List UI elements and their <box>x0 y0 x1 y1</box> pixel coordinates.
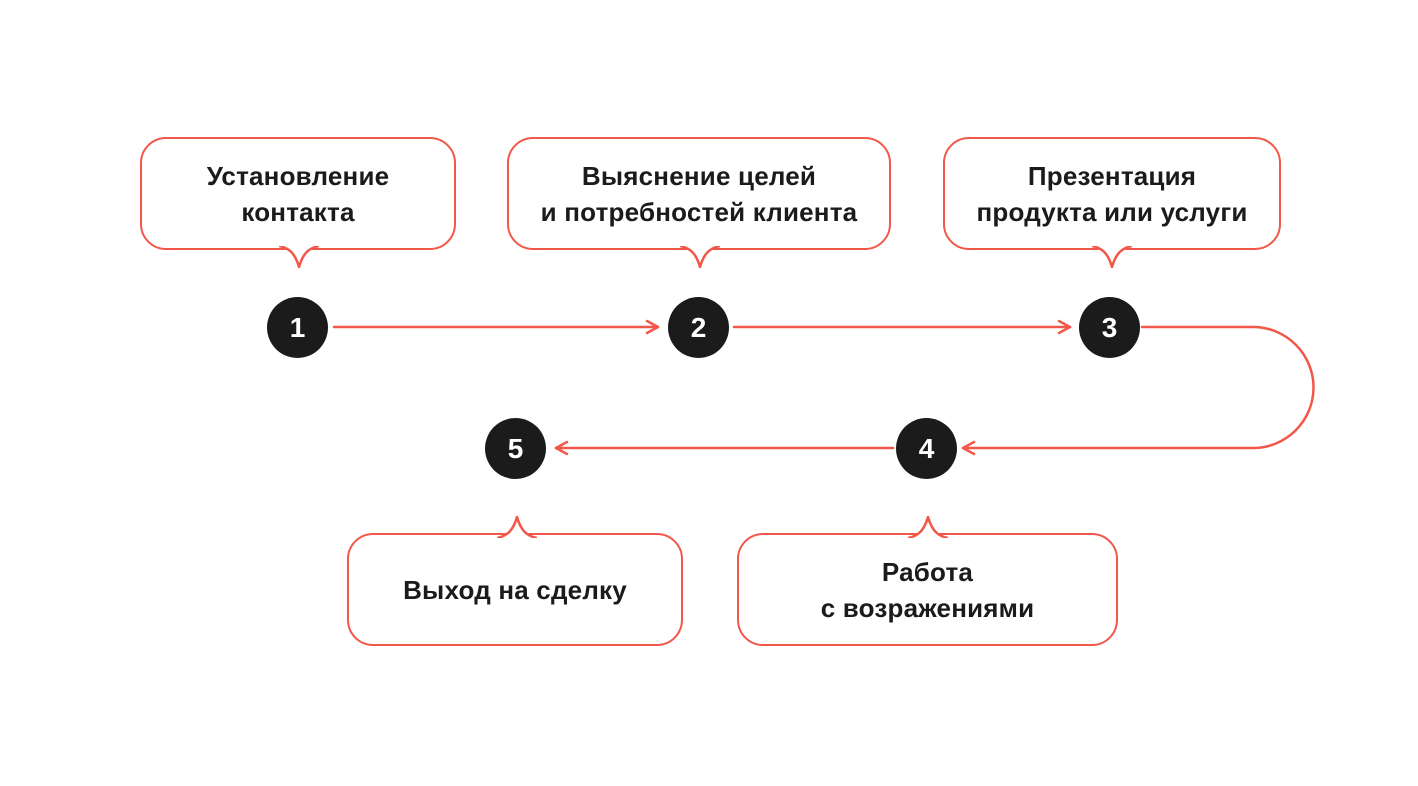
step-bubble-4: Работа с возражениями <box>737 515 1118 646</box>
bubble-tail-down-icon <box>680 245 720 268</box>
step-number-1: 1 <box>289 311 306 343</box>
step-circle-2: 2 <box>668 297 729 358</box>
step-number-3: 3 <box>1101 311 1118 343</box>
step-label-1: Установление контакта <box>206 160 390 227</box>
step-label-2: Выяснение целей и потребностей клиента <box>540 160 858 227</box>
step-bubble-3: Презентация продукта или услуги <box>943 137 1281 268</box>
step-number-4: 4 <box>918 432 935 464</box>
bubble-tail-down-icon <box>1092 245 1132 268</box>
step-label-3: Презентация продукта или услуги <box>976 160 1248 227</box>
bubble-tail-up-icon <box>497 515 537 538</box>
step-circle-3: 3 <box>1079 297 1140 358</box>
step-circle-5: 5 <box>485 418 546 479</box>
step-circle-1: 1 <box>267 297 328 358</box>
step-bubble-5: Выход на сделку <box>347 515 683 646</box>
step-number-5: 5 <box>507 432 524 464</box>
step-bubble-1: Установление контакта <box>140 137 456 268</box>
step-label-5: Выход на сделку <box>403 574 627 605</box>
bubble-tail-up-icon <box>908 515 948 538</box>
step-label-4: Работа с возражениями <box>820 556 1035 623</box>
step-circle-4: 4 <box>896 418 957 479</box>
arrow-step3-to-step4-curve <box>961 325 1315 456</box>
step-number-2: 2 <box>690 311 707 343</box>
step-bubble-2: Выяснение целей и потребностей клиента <box>507 137 891 268</box>
bubble-tail-down-icon <box>279 245 319 268</box>
